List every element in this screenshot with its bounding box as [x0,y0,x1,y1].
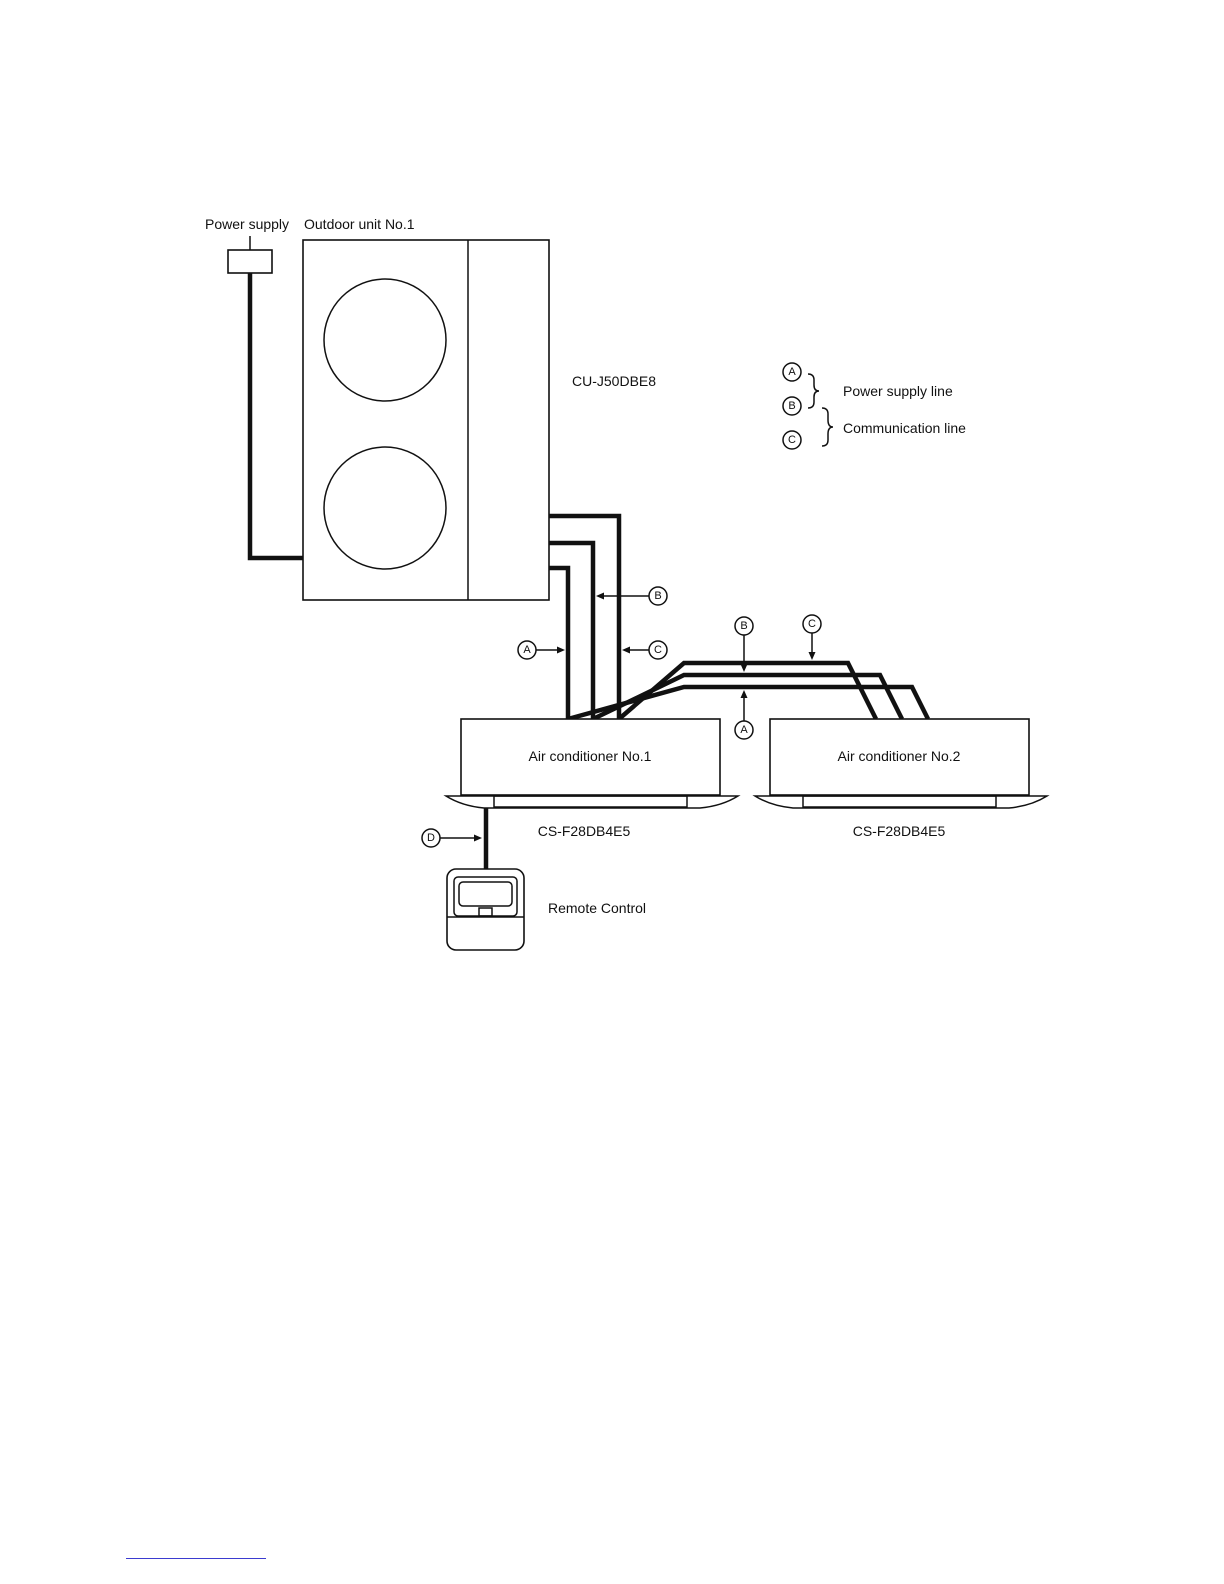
outdoor-unit-label: Outdoor unit No.1 [304,216,415,232]
power-supply-label: Power supply [205,216,289,232]
callout-arrow-b-link [741,664,748,672]
indoor-unit-1-grille [494,796,687,807]
callout-b-outdoor: B [596,587,667,605]
legend-letter-c: C [788,434,796,446]
callout-arrow-a-outdoor [557,647,565,654]
legend-power-supply-line: Power supply line [843,383,953,399]
callout-a-link: A [735,690,753,739]
remote-control [447,869,524,950]
indoor-unit-1-label: Air conditioner No.1 [529,748,652,764]
callout-letter-d: D [427,832,435,844]
callout-letter-b-outdoor: B [654,590,661,602]
indoor-unit-2-grille [803,796,996,807]
callout-c-link: C [803,615,821,660]
callout-arrow-b-outdoor [596,593,604,600]
legend-letter-a: A [788,366,796,378]
remote-control-label: Remote Control [548,900,646,916]
indoor-unit-2-model: CS-F28DB4E5 [853,823,946,839]
wire-c-indoor-link [619,663,876,719]
indoor-unit-2-label: Air conditioner No.2 [838,748,961,764]
callout-letter-a-link: A [740,724,748,736]
outdoor-unit [303,240,549,600]
legend-brace-communication [822,408,833,446]
legend-brace-power [808,374,819,408]
footer-rule [126,1558,266,1559]
callout-letter-c-outdoor: C [654,644,662,656]
callout-arrow-c-outdoor [622,647,630,654]
wire-a-outdoor [549,568,568,719]
wire-c-outdoor [549,516,619,719]
callout-a-outdoor: A [518,641,565,659]
power-supply-box [228,250,272,273]
callout-letter-c-link: C [808,618,816,630]
callout-arrow-d [474,835,482,842]
callout-c-outdoor: C [622,641,667,659]
legend: A B C Power supply line Communication li… [783,363,966,449]
callout-letter-b-link: B [740,620,747,632]
legend-letter-b: B [788,400,795,412]
remote-control-body [447,869,524,950]
power-supply-wire [250,273,303,558]
callout-letter-a-outdoor: A [523,644,531,656]
outdoor-unit-model: CU-J50DBE8 [572,373,656,389]
callout-arrow-a-link [741,690,748,698]
callout-d: D [422,829,482,847]
legend-communication-line: Communication line [843,420,966,436]
callout-arrow-c-link [809,652,816,660]
indoor-unit-1-panel [446,796,738,808]
indoor-unit-1-model: CS-F28DB4E5 [538,823,631,839]
indoor-unit-2-panel [755,796,1047,808]
